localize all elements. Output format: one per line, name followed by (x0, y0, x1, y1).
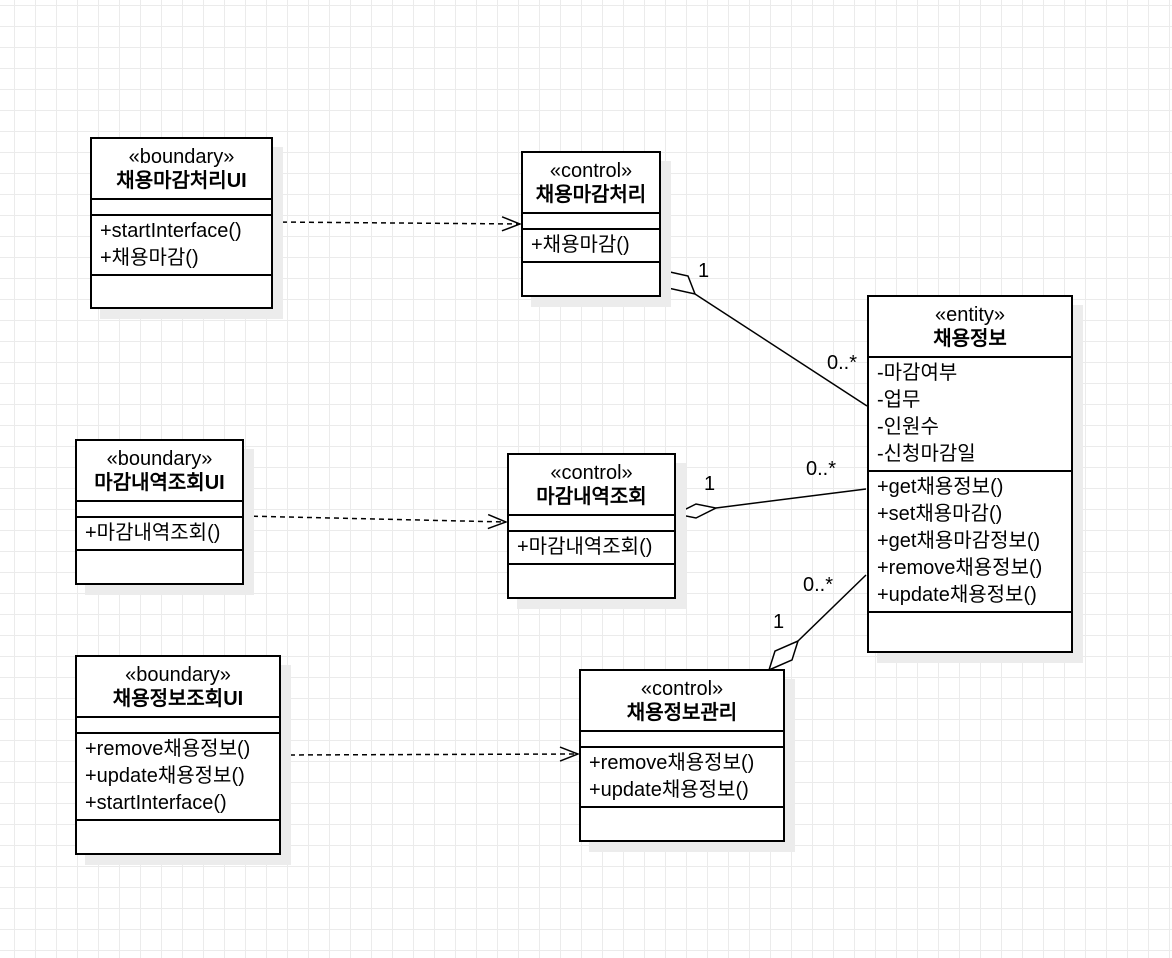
class-box-boundary-history[interactable]: «boundary» 마감내역조회UI +마감내역조회() (75, 439, 244, 585)
stereotype-label: «boundary» (106, 448, 213, 470)
class-header: «entity» 채용정보 (869, 297, 1071, 358)
attribute-item: -업무 (877, 389, 921, 411)
class-name: 마감내역조회 (536, 486, 647, 508)
operation-item: +update채용정보() (877, 584, 1037, 606)
operation-item: +채용마감() (100, 247, 199, 269)
dependency-edge-info (280, 754, 578, 755)
class-header: «control» 채용마감처리 (523, 153, 659, 214)
operations-section: +startInterface() +채용마감() (92, 216, 271, 276)
class-header: «boundary» 채용마감처리UI (92, 139, 271, 200)
operations-section: +마감내역조회() (77, 518, 242, 551)
class-name: 채용마감처리 (535, 184, 647, 206)
attribute-item: -마감여부 (877, 362, 958, 384)
class-header: «control» 채용정보관리 (581, 671, 783, 732)
class-box-entity-info[interactable]: «entity» 채용정보 -마감여부 -업무 -인원수 -신청마감일 +get… (867, 295, 1073, 653)
dependency-edge-close (272, 222, 520, 224)
aggregation-diamond-history (673, 503, 719, 519)
stereotype-label: «control» (640, 678, 724, 700)
attributes-section: -마감여부 -업무 -인원수 -신청마감일 (869, 358, 1071, 472)
attributes-section (523, 214, 659, 230)
stereotype-label: «entity» (934, 304, 1006, 326)
operation-item: +startInterface() (85, 792, 227, 814)
aggregation-edge-manage (797, 574, 867, 642)
class-box-boundary-info[interactable]: «boundary» 채용정보조회UI +remove채용정보() +updat… (75, 655, 281, 855)
operation-item: +remove채용정보() (85, 738, 251, 760)
multiplicity-label: 1 (698, 260, 710, 282)
bottom-compartment (509, 565, 674, 597)
class-name: 채용정보조회UI (112, 688, 244, 710)
aggregation-edge-history (715, 488, 867, 509)
attributes-section (509, 516, 674, 532)
operations-section: +채용마감() (523, 230, 659, 263)
attributes-section (77, 718, 279, 734)
operation-item: +마감내역조회() (517, 536, 653, 558)
operation-item: +update채용정보() (589, 779, 749, 801)
class-box-boundary-close[interactable]: «boundary» 채용마감처리UI +startInterface() +채… (90, 137, 273, 309)
stereotype-label: «boundary» (128, 146, 235, 168)
attributes-section (92, 200, 271, 216)
class-box-control-history[interactable]: «control» 마감내역조회 +마감내역조회() (507, 453, 676, 599)
attributes-section (581, 732, 783, 748)
bottom-compartment (77, 551, 242, 583)
operation-item: +set채용마감() (877, 503, 1003, 525)
operations-section: +remove채용정보() +update채용정보() +startInterf… (77, 734, 279, 821)
class-name: 채용마감처리UI (116, 170, 247, 192)
stereotype-label: «control» (550, 462, 633, 484)
class-box-control-close[interactable]: «control» 채용마감처리 +채용마감() (521, 151, 661, 297)
dependency-edge-history (243, 516, 506, 522)
attribute-item: -신청마감일 (877, 443, 976, 465)
operation-item: +remove채용정보() (877, 557, 1043, 579)
operation-item: +remove채용정보() (589, 752, 755, 774)
operation-item: +채용마감() (531, 234, 630, 256)
bottom-compartment (581, 808, 783, 840)
bottom-compartment (523, 263, 659, 295)
aggregation-diamond-manage (767, 639, 800, 672)
class-name: 채용정보관리 (626, 702, 738, 724)
operation-item: +마감내역조회() (85, 522, 221, 544)
operations-section: +마감내역조회() (509, 532, 674, 565)
class-header: «boundary» 채용정보조회UI (77, 657, 279, 718)
multiplicity-label: 1 (773, 611, 785, 633)
multiplicity-label: 1 (704, 473, 716, 495)
attribute-item: -인원수 (877, 416, 939, 438)
class-box-control-manage[interactable]: «control» 채용정보관리 +remove채용정보() +update채용… (579, 669, 785, 842)
attributes-section (77, 502, 242, 518)
class-header: «control» 마감내역조회 (509, 455, 674, 516)
multiplicity-label: 0..* (806, 458, 837, 480)
multiplicity-label: 0..* (827, 352, 858, 374)
operations-section: +remove채용정보() +update채용정보() (581, 748, 783, 808)
multiplicity-label: 0..* (803, 574, 834, 596)
aggregation-edge-close (694, 293, 868, 407)
bottom-compartment (92, 276, 271, 307)
aggregation-diamond-close (659, 268, 697, 296)
class-name: 마감내역조회UI (94, 472, 225, 494)
operation-item: +get채용마감정보() (877, 530, 1041, 552)
class-name: 채용정보 (933, 328, 1007, 350)
class-header: «boundary» 마감내역조회UI (77, 441, 242, 502)
stereotype-label: «control» (549, 160, 633, 182)
bottom-compartment (869, 613, 1071, 651)
operations-section: +get채용정보() +set채용마감() +get채용마감정보() +remo… (869, 472, 1071, 613)
operation-item: +get채용정보() (877, 476, 1004, 498)
stereotype-label: «boundary» (125, 664, 231, 686)
operation-item: +startInterface() (100, 220, 242, 242)
operation-item: +update채용정보() (85, 765, 245, 787)
bottom-compartment (77, 821, 279, 853)
